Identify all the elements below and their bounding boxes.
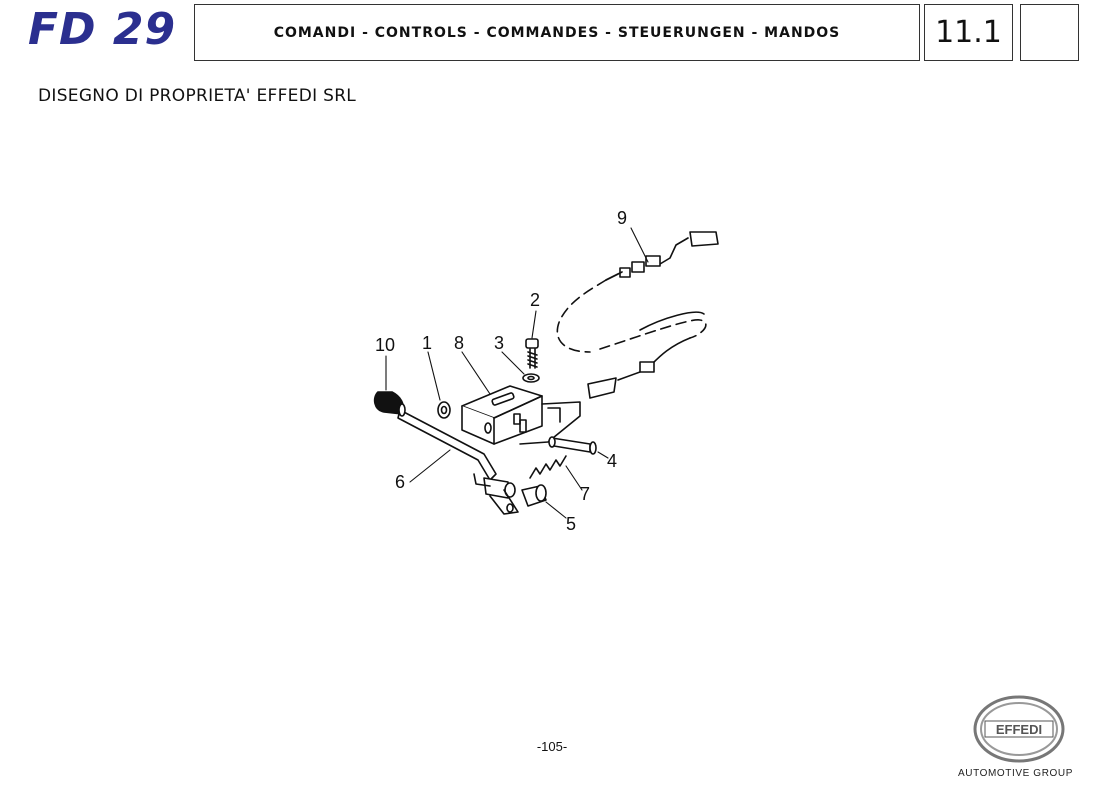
- exploded-parts-drawing: 9 2 10 1 8 3 4 6 7 5: [373, 208, 719, 534]
- callout-label: 9: [617, 208, 627, 228]
- gear-lever: [397, 409, 519, 515]
- bracket: [461, 385, 581, 445]
- bushing: [521, 484, 547, 507]
- callout-label: 6: [395, 472, 405, 492]
- pin: [548, 436, 597, 455]
- section-title: COMANDI - CONTROLS - COMMANDES - STEUERU…: [273, 24, 841, 41]
- callout-label: 8: [454, 333, 464, 353]
- section-title-box: COMANDI - CONTROLS - COMMANDES - STEUERU…: [194, 4, 920, 61]
- effedi-logo: EFFEDI: [973, 695, 1065, 763]
- callout-label: 7: [580, 484, 590, 504]
- callout-label: 3: [494, 333, 504, 353]
- callout-label: 1: [422, 333, 432, 353]
- callout-label: 4: [607, 451, 617, 471]
- lever-knob: [373, 391, 406, 417]
- logo-tagline: AUTOMOTIVE GROUP: [958, 768, 1073, 779]
- callout-label: 5: [566, 514, 576, 534]
- control-cable: [556, 231, 719, 399]
- callout-labels: 9 2 10 1 8 3 4 6 7 5: [375, 208, 627, 534]
- callout-label: 2: [530, 290, 540, 310]
- page-number: -105-: [536, 739, 568, 754]
- spring: [529, 455, 567, 479]
- blank-box: [1020, 4, 1079, 61]
- model-title: FD 29: [28, 4, 177, 55]
- section-number: 11.1: [935, 15, 1002, 50]
- property-notice: DISEGNO DI PROPRIETA' EFFEDI SRL: [38, 86, 357, 106]
- section-number-box: 11.1: [924, 4, 1013, 61]
- washer: [437, 401, 451, 419]
- bolt-and-washer: [522, 338, 540, 383]
- callout-label: 10: [375, 335, 395, 355]
- logo-wordmark: EFFEDI: [996, 722, 1042, 737]
